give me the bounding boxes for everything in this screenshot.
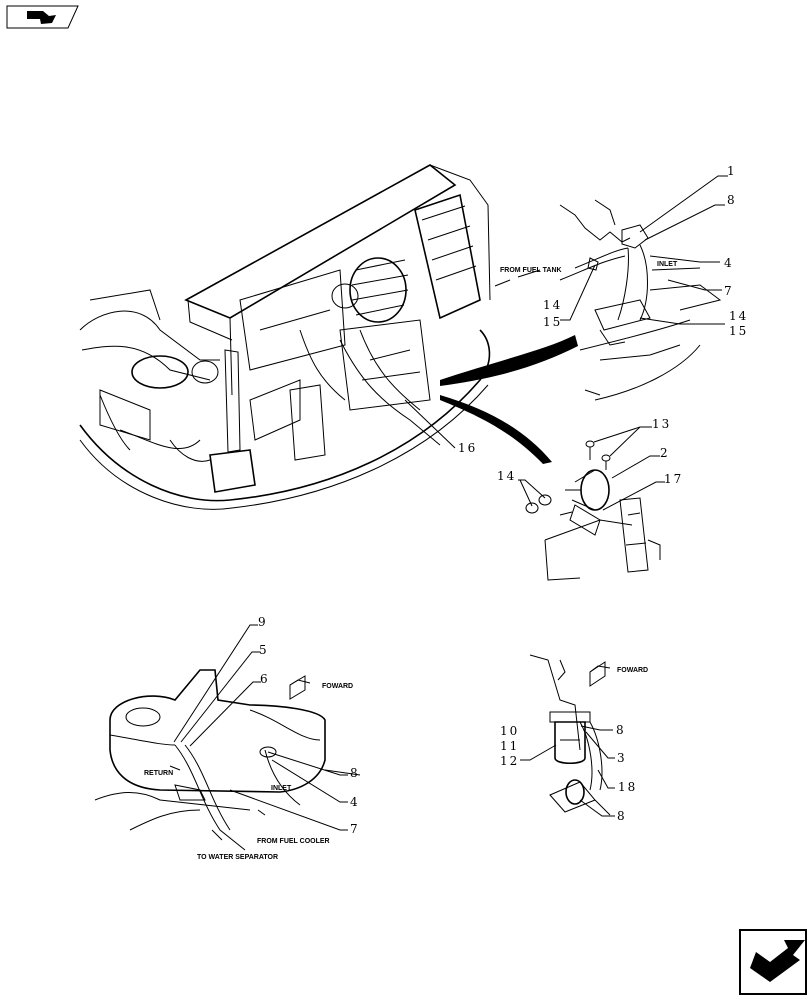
callout-3: 3 — [617, 751, 627, 765]
callout-15: 15 — [729, 324, 749, 338]
note-from-fuel-cooler: FROM FUEL COOLER — [257, 838, 330, 845]
callout-4: 4 — [350, 795, 360, 809]
callout-18: 18 — [618, 780, 638, 794]
callout-16: 16 — [458, 441, 478, 455]
note-to-water-separator: TO WATER SEPARATOR — [197, 854, 279, 861]
water-separator-detail — [520, 654, 615, 817]
fuel-tank-inlet-detail — [494, 175, 728, 401]
note-inlet-left: INLET — [271, 785, 292, 792]
callout-8: 8 — [617, 809, 627, 823]
callout-14: 14 — [729, 309, 749, 323]
callout-2: 2 — [660, 446, 670, 460]
callout-6: 6 — [260, 672, 270, 686]
note-foward-right: FOWARD — [617, 667, 649, 674]
fuel-pump-detail — [518, 426, 665, 581]
note-inlet-top: INLET — [657, 261, 678, 268]
fuel-tank-return-detail — [94, 624, 361, 851]
note-return: RETURN — [144, 770, 174, 777]
callout-5: 5 — [259, 643, 269, 657]
callout-17: 17 — [664, 472, 684, 486]
callout-7: 7 — [724, 284, 734, 298]
callout-8: 8 — [727, 193, 737, 207]
callout-9: 9 — [258, 615, 268, 629]
callout-13: 13 — [652, 417, 672, 431]
callout-14: 14 — [543, 298, 563, 312]
note-foward-left: FOWARD — [322, 683, 354, 690]
note-from-fuel-tank: FROM FUEL TANK — [500, 267, 562, 274]
callout-8: 8 — [616, 723, 626, 737]
callout-4: 4 — [724, 256, 734, 270]
callout-15: 15 — [543, 315, 563, 329]
callout-12: 12 — [500, 754, 520, 768]
callout-10: 10 — [500, 724, 520, 738]
engine-assembly-view — [79, 164, 578, 510]
callout-8: 8 — [350, 766, 360, 780]
callout-14: 14 — [497, 469, 517, 483]
callout-1: 1 — [727, 164, 737, 178]
callout-11: 11 — [500, 739, 520, 753]
callout-7: 7 — [350, 822, 360, 836]
